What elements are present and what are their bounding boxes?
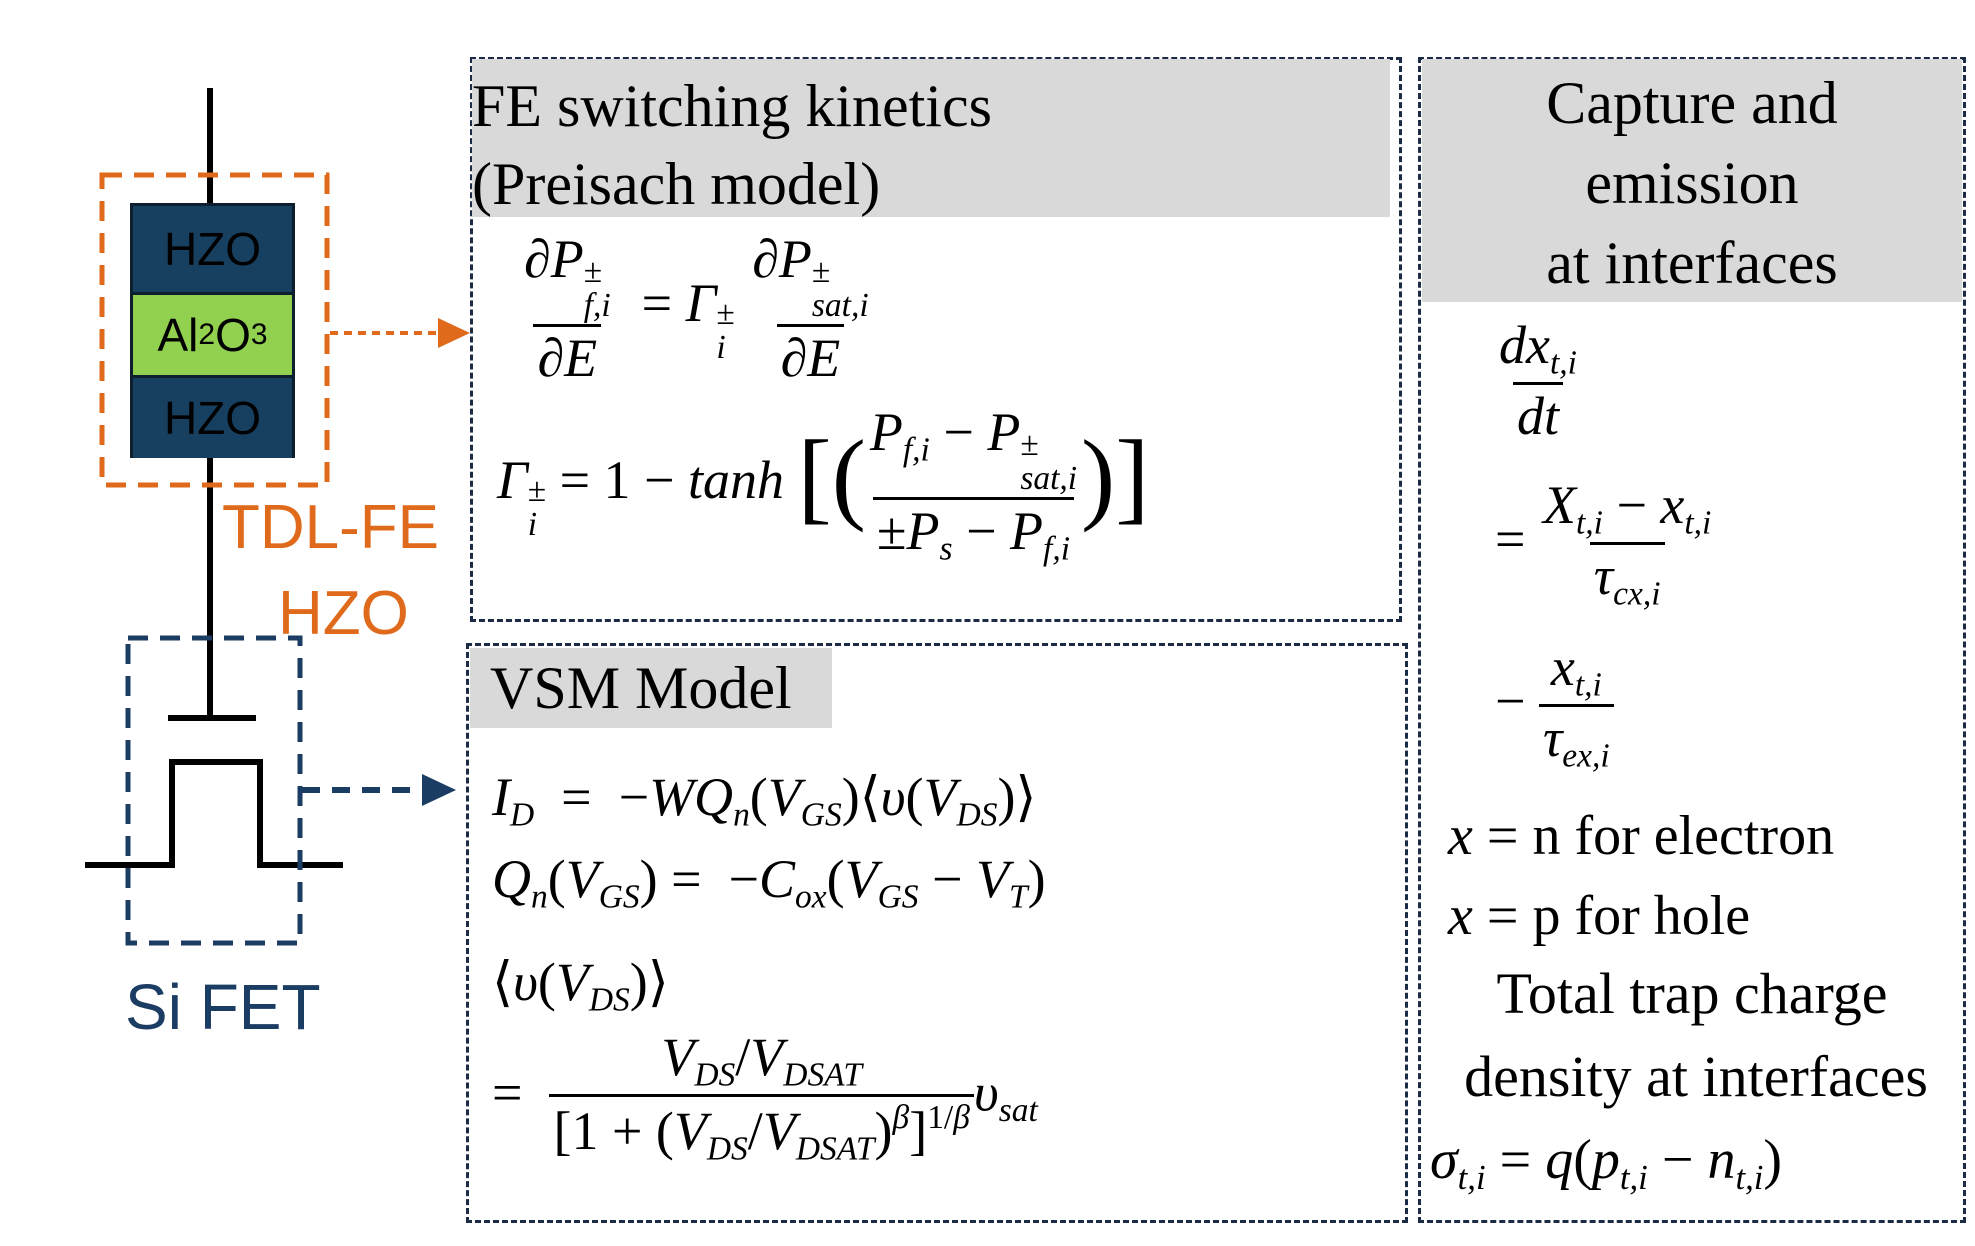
vsm-panel: [466, 643, 1408, 1223]
fe-title-line2: (Preisach model): [472, 151, 881, 217]
trap-rate-lhs: dxt,i dt: [1499, 315, 1577, 447]
fe-panel-header: FE switching kinetics (Preisach model): [472, 59, 1390, 217]
total-trap-line1: Total trap charge: [1496, 961, 1888, 1026]
total-trap-line2: density at interfaces: [1464, 1044, 1928, 1109]
fe-title-line1: FE switching kinetics: [472, 73, 992, 139]
fe-panel: [470, 57, 1402, 622]
tdl-fe-dashed-box: [99, 172, 330, 488]
velocity-equation: = VDS/VDSAT [1 + (VDS/VDSAT)β]1/β υsat: [492, 1027, 1038, 1168]
trap-capture-term: = Xt,i − xt,i τcx,i: [1495, 475, 1712, 613]
hzo-label: HZO: [278, 579, 409, 648]
preisach-derivative-equation: ∂P±f,i ∂E = Γ±i ∂P±sat,i ∂E: [524, 229, 869, 388]
vsm-panel-header: VSM Model: [470, 648, 832, 728]
si-fet-dashed-box: [125, 635, 303, 946]
fet-channel: [85, 759, 343, 868]
fet-arrow-head-icon: [422, 774, 456, 806]
trap-panel: [1418, 57, 1966, 1223]
layer-hzo-bottom: HZO: [133, 378, 292, 458]
trap-title-line1: Capture and: [1546, 70, 1838, 136]
velocity-expression: ⟨υ(VDS)⟩: [492, 952, 669, 1019]
x-equals-n-line: x = n for electron: [1448, 805, 1835, 867]
tdl-arrow-head-icon: [438, 318, 470, 348]
trap-emission-term: − xt,i τex,i: [1495, 640, 1614, 773]
charge-equation: Qn(VGS) = −Cox(VGS − VT): [492, 849, 1046, 916]
x-p-text: p for hole: [1532, 885, 1751, 947]
layer-hzo-top: HZO: [133, 206, 292, 292]
trap-charge-equation: σt,i = q(pt,i − nt,i): [1430, 1129, 1783, 1198]
tdl-fe-label: TDL-FE: [222, 493, 439, 562]
device-schematic: [85, 88, 470, 946]
trap-title-line2: emission: [1585, 150, 1799, 216]
gamma-equation: Γ±i = 1 − tanh [( Pf,i − P±sat,i ±Ps − P…: [497, 402, 1150, 568]
x-equals-p-line: x = p for hole: [1448, 885, 1751, 947]
trap-title-line3: at interfaces: [1546, 230, 1838, 296]
si-fet-label: Si FET: [125, 971, 321, 1043]
x-n-text: n for electron: [1532, 805, 1835, 867]
drain-current-equation: ID = −WQn(VGS)⟨υ(VDS)⟩: [492, 767, 1037, 834]
trap-panel-header: Capture and emission at interfaces: [1422, 59, 1962, 302]
